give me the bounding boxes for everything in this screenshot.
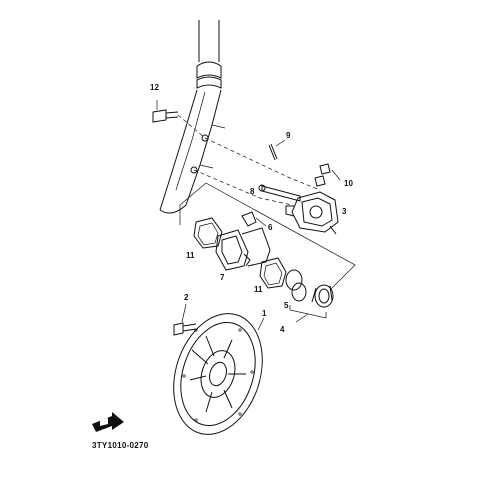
pad-spring-6 bbox=[241, 211, 267, 227]
brake-disc-1 bbox=[173, 313, 265, 435]
part-label-11b: 11 bbox=[254, 285, 263, 294]
bolt-12 bbox=[152, 100, 179, 123]
part-label-7: 7 bbox=[220, 273, 225, 282]
pin-8 bbox=[258, 184, 301, 202]
pin-9 bbox=[268, 139, 286, 161]
drawing-code: 3TY1010-0270 bbox=[92, 441, 149, 450]
part-label-6: 6 bbox=[268, 223, 273, 232]
part-label-10: 10 bbox=[344, 179, 353, 188]
part-label-4: 4 bbox=[280, 325, 285, 334]
part-label-11a: 11 bbox=[186, 251, 195, 260]
bleed-screw-10 bbox=[314, 163, 341, 187]
piston-4 bbox=[311, 284, 334, 308]
part-label-3: 3 bbox=[342, 207, 347, 216]
pad-shim-11b bbox=[259, 257, 287, 289]
front-fork-tube bbox=[159, 20, 226, 214]
part-label-9: 9 bbox=[286, 131, 291, 140]
seal-piston-bracket bbox=[289, 305, 327, 323]
part-label-2: 2 bbox=[184, 293, 189, 302]
parts-group-frame bbox=[179, 182, 356, 291]
mounting-axis-lines bbox=[177, 114, 321, 206]
pad-shim-11a bbox=[193, 217, 223, 249]
part-label-12: 12 bbox=[150, 83, 159, 92]
part-label-5: 5 bbox=[284, 301, 289, 310]
piston-seal-5 bbox=[285, 269, 307, 302]
caliper-body-3 bbox=[285, 191, 339, 235]
part-label-8: 8 bbox=[250, 187, 255, 196]
bolt-2 bbox=[173, 303, 197, 336]
brake-pad-7 bbox=[215, 227, 271, 271]
part-label-1: 1 bbox=[262, 309, 267, 318]
front-arrow-icon bbox=[92, 412, 124, 432]
